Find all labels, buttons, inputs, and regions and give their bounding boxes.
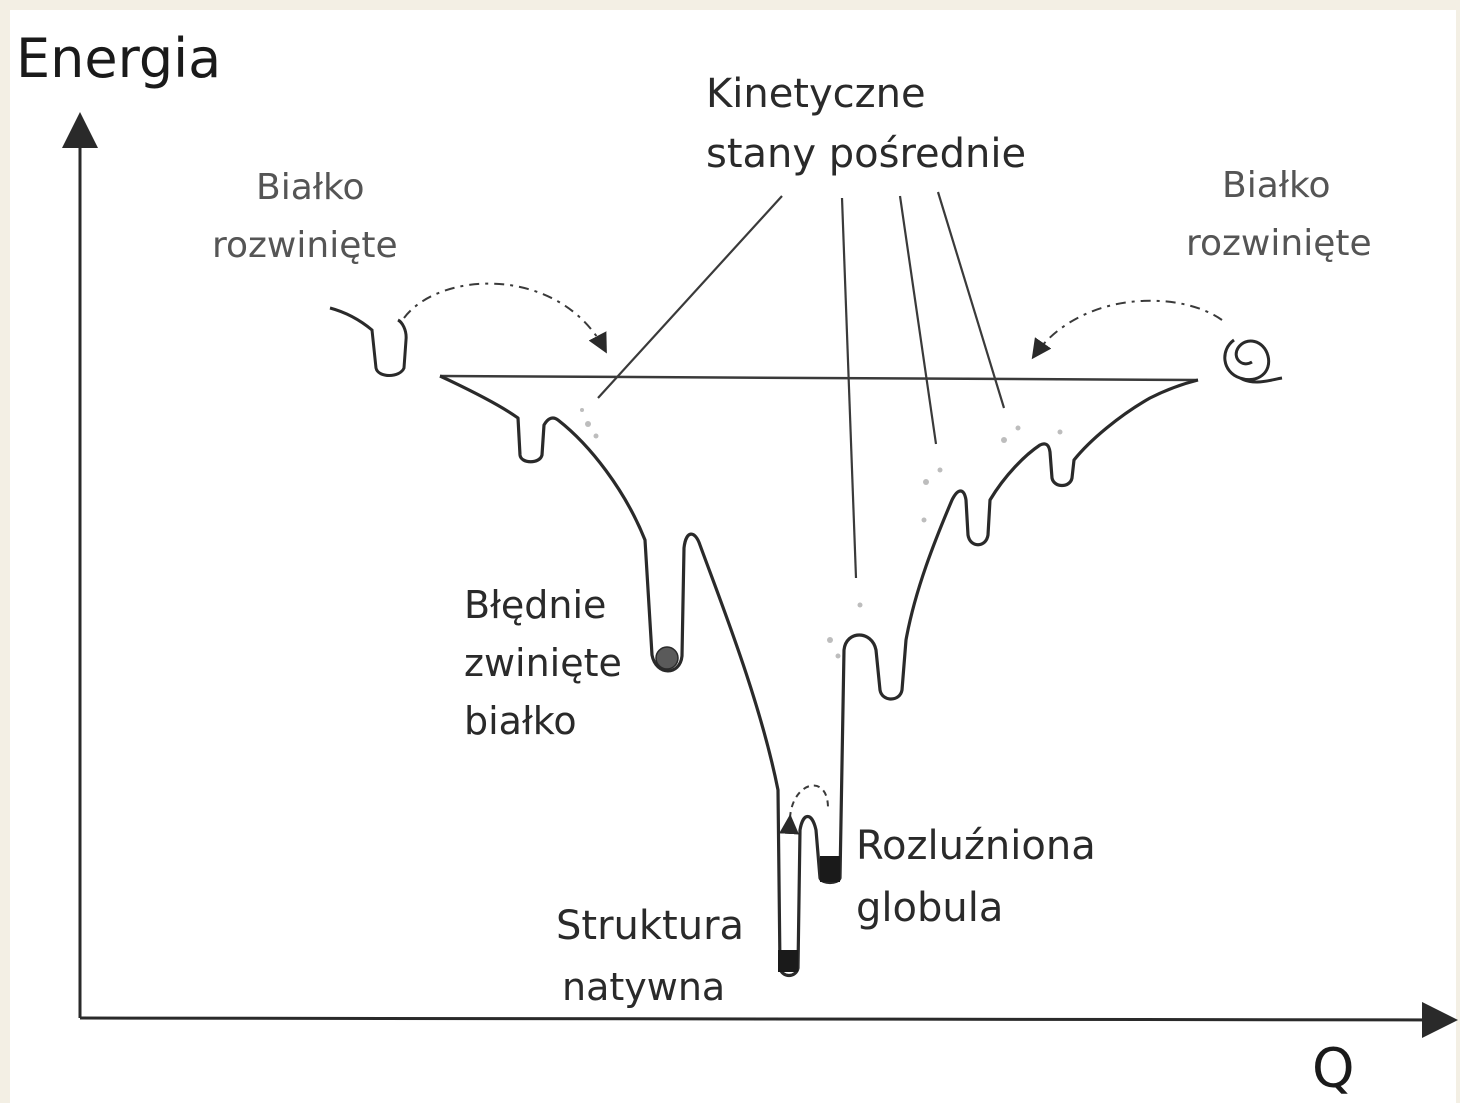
diagram-paper (10, 10, 1456, 1103)
x-axis (79, 1001, 1458, 1038)
native-structure-label-line2: natywna (562, 965, 726, 1009)
globule-native-dashed-arc (779, 784, 829, 835)
kinetic-pointer-1 (597, 195, 783, 399)
kinetic-pointer-4 (936, 191, 1006, 409)
misfolded-label-line3: białko (464, 699, 577, 743)
kinetic-pointer-2 (840, 197, 858, 579)
intermediate-speckles (580, 408, 1063, 659)
misfolded-protein-ball (655, 646, 679, 670)
molten-globule-label-line2: globula (856, 885, 1004, 931)
y-axis-label: Energia (16, 27, 222, 90)
unfolded-right-label-line2: rozwinięte (1186, 223, 1372, 264)
unfolded-protein-right-icon (1223, 338, 1283, 384)
molten-globule-label-line1: Rozluźniona (856, 823, 1096, 869)
unfolded-right-label-line1: Białko (1222, 165, 1331, 206)
misfolded-label-line1: Błędnie (464, 583, 607, 627)
molten-globule-marker (820, 856, 840, 882)
right-dashed-arrow (1031, 299, 1223, 360)
x-axis-label: Q (1312, 1037, 1355, 1100)
unfolded-left-label-line2: rozwinięte (212, 225, 398, 266)
misfolded-label-line2: zwinięte (464, 641, 622, 685)
kinetic-intermediates-label-line2: stany pośrednie (706, 131, 1027, 177)
funnel-rim-line (439, 374, 1199, 382)
unfolded-left-label-line1: Białko (256, 167, 365, 208)
kinetic-pointer-3 (898, 195, 938, 445)
native-structure-label-line1: Struktura (556, 903, 745, 949)
kinetic-intermediates-label-line1: Kinetyczne (706, 71, 926, 117)
left-dashed-arrow (403, 282, 607, 354)
funnel-landscape-curve (439, 374, 1199, 978)
unfolded-protein-left-icon (329, 306, 408, 377)
native-state-marker (778, 950, 798, 972)
